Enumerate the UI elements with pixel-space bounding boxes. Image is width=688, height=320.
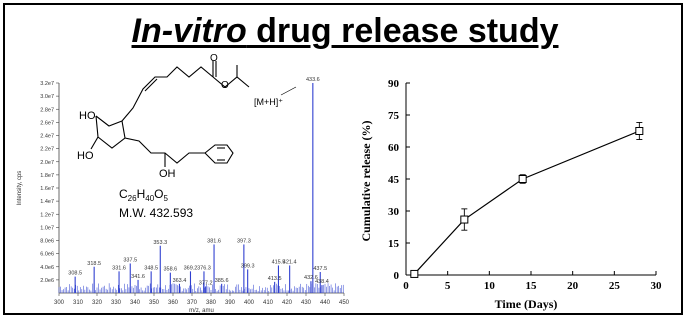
release-x-tick-label: 30	[651, 280, 663, 292]
molecule-structure	[90, 61, 250, 167]
release-y-axis-label: Cumulative release (%)	[359, 120, 373, 241]
molecular-weight: M.W. 432.593	[119, 206, 193, 220]
ms-y-tick-label: 6.0e6	[40, 252, 54, 258]
ms-peak-label: 331.6	[112, 265, 126, 271]
ho-label-2: HO	[77, 150, 94, 162]
ms-y-tick-label: 4.0e6	[40, 265, 54, 271]
release-data-point	[410, 269, 419, 278]
ms-y-tick-label: 2.0e7	[40, 160, 54, 166]
release-chart: 0 5 10 15 20 25 30 0 15 30 45 60 75 90 Time (Days) Cu…	[359, 78, 663, 311]
ms-x-tick-label: 360	[168, 300, 179, 306]
ms-peak-label: 438.4	[315, 279, 329, 285]
o-label-2: O	[221, 80, 229, 91]
ms-peak-label: 353.3	[153, 240, 167, 246]
ms-x-tick-label: 440	[320, 300, 331, 306]
release-data-point	[460, 215, 469, 224]
ms-peak-label: 348.5	[144, 265, 158, 271]
ms-x-tick-label: 410	[263, 300, 274, 306]
ms-x-axis-label: m/z, amu	[189, 308, 214, 313]
ms-x-tick-label: 310	[73, 300, 84, 306]
ms-peak-label: 413.5	[268, 276, 282, 282]
release-x-tick-label: 10	[484, 280, 496, 292]
ms-x-tick-label: 320	[92, 300, 103, 306]
ms-peak-label: 318.5	[87, 261, 101, 267]
title-italic: In-vitro	[131, 12, 247, 50]
release-x-tick-label: 25	[609, 280, 621, 292]
release-data-point	[635, 127, 644, 135]
release-x-tick-label: 20	[567, 280, 579, 292]
ms-y-tick-label: 1.4e7	[40, 199, 54, 205]
ms-peak-label: 376.3	[197, 265, 211, 271]
release-x-tick-label: 5	[445, 280, 451, 292]
title-rest: drug release study	[246, 12, 559, 50]
ms-peak-label: 377.2	[199, 280, 213, 286]
ms-x-tick-label: 340	[130, 300, 141, 306]
ms-y-tick-label: 1.6e7	[40, 186, 54, 192]
ms-y-tick-label: 1.0e7	[40, 225, 54, 231]
ms-peak-label: 337.5	[123, 257, 137, 263]
ms-peak-label: 421.4	[283, 259, 297, 265]
release-y-tick-label: 45	[388, 174, 400, 186]
ms-y-tick-label: 2.8e7	[40, 107, 54, 113]
ms-peak-label: 397.3	[237, 238, 251, 244]
ms-peak-label: 369.2	[184, 265, 198, 271]
ms-peak-label: 415.5	[272, 259, 286, 265]
ms-y-tick-label: 2.2e7	[40, 147, 54, 153]
ms-y-tick-label: 3.0e7	[40, 94, 54, 100]
ms-peak-label: 432.6	[304, 275, 318, 281]
ms-x-tick-label: 370	[187, 300, 198, 306]
release-y-tick-label: 90	[388, 78, 400, 90]
ms-peak-label: 308.5	[68, 271, 82, 277]
release-series-line	[413, 130, 640, 275]
ms-x-tick-label: 380	[206, 300, 217, 306]
ms-y-tick-label: 3.2e7	[40, 81, 54, 87]
ms-y-tick-label: 2.0e6	[40, 278, 54, 284]
release-y-tick-label: 0	[394, 270, 400, 282]
ms-peak-label: 385.6	[215, 278, 229, 284]
ms-x-tick-label: 430	[301, 300, 312, 306]
mass-spectrum-chart: 300 310 320 330 340 350 360 370 380 390 400 410 420 4…	[17, 53, 349, 313]
ms-x-tick-label: 420	[282, 300, 293, 306]
release-y-tick-label: 15	[388, 238, 400, 250]
ms-y-tick-label: 8.0e6	[40, 239, 54, 245]
ms-x-tick-label: 400	[244, 300, 255, 306]
release-y-tick-label: 75	[388, 110, 400, 122]
ms-y-tick-label: 1.2e7	[40, 212, 54, 218]
ms-peak-label: 381.6	[207, 238, 221, 244]
page-title: In-vitro drug release study	[5, 9, 685, 53]
ion-arrow	[280, 86, 297, 96]
o-label-1: O	[210, 53, 218, 64]
release-x-axis-label: Time (Days)	[495, 297, 558, 311]
ms-peak-label: 363.4	[173, 278, 187, 284]
ms-x-tick-label: 350	[149, 300, 160, 306]
ms-y-tick-label: 2.4e7	[40, 134, 54, 140]
ms-y-tick-label: 2.6e7	[40, 120, 54, 126]
release-data-point	[518, 175, 527, 183]
ms-x-tick-label: 330	[111, 300, 122, 306]
ms-x-tick-label: 300	[54, 300, 65, 306]
ms-x-tick-label: 390	[225, 300, 236, 306]
release-x-tick-label: 15	[526, 280, 538, 292]
molecular-formula: C26H40O5	[119, 187, 169, 203]
ms-peak-label: 437.5	[313, 266, 327, 272]
ion-label: [M+H]⁺	[254, 97, 283, 107]
release-y-tick-label: 60	[388, 142, 400, 154]
release-y-tick-label: 30	[388, 206, 400, 218]
ms-peak-label: 433.6	[306, 77, 320, 83]
ho-label-1: HO	[79, 110, 96, 122]
ms-y-tick-label: 1.8e7	[40, 173, 54, 179]
oh-label: OH	[159, 168, 176, 180]
release-x-tick-label: 0	[403, 280, 409, 292]
ms-y-axis-label: Intensity, cps	[17, 171, 23, 206]
ms-peak-label: 358.6	[163, 267, 177, 273]
ms-peak-label: 341.6	[131, 274, 145, 280]
ms-peak-label: 399.3	[241, 263, 255, 269]
ms-x-tick-label: 450	[339, 300, 349, 306]
